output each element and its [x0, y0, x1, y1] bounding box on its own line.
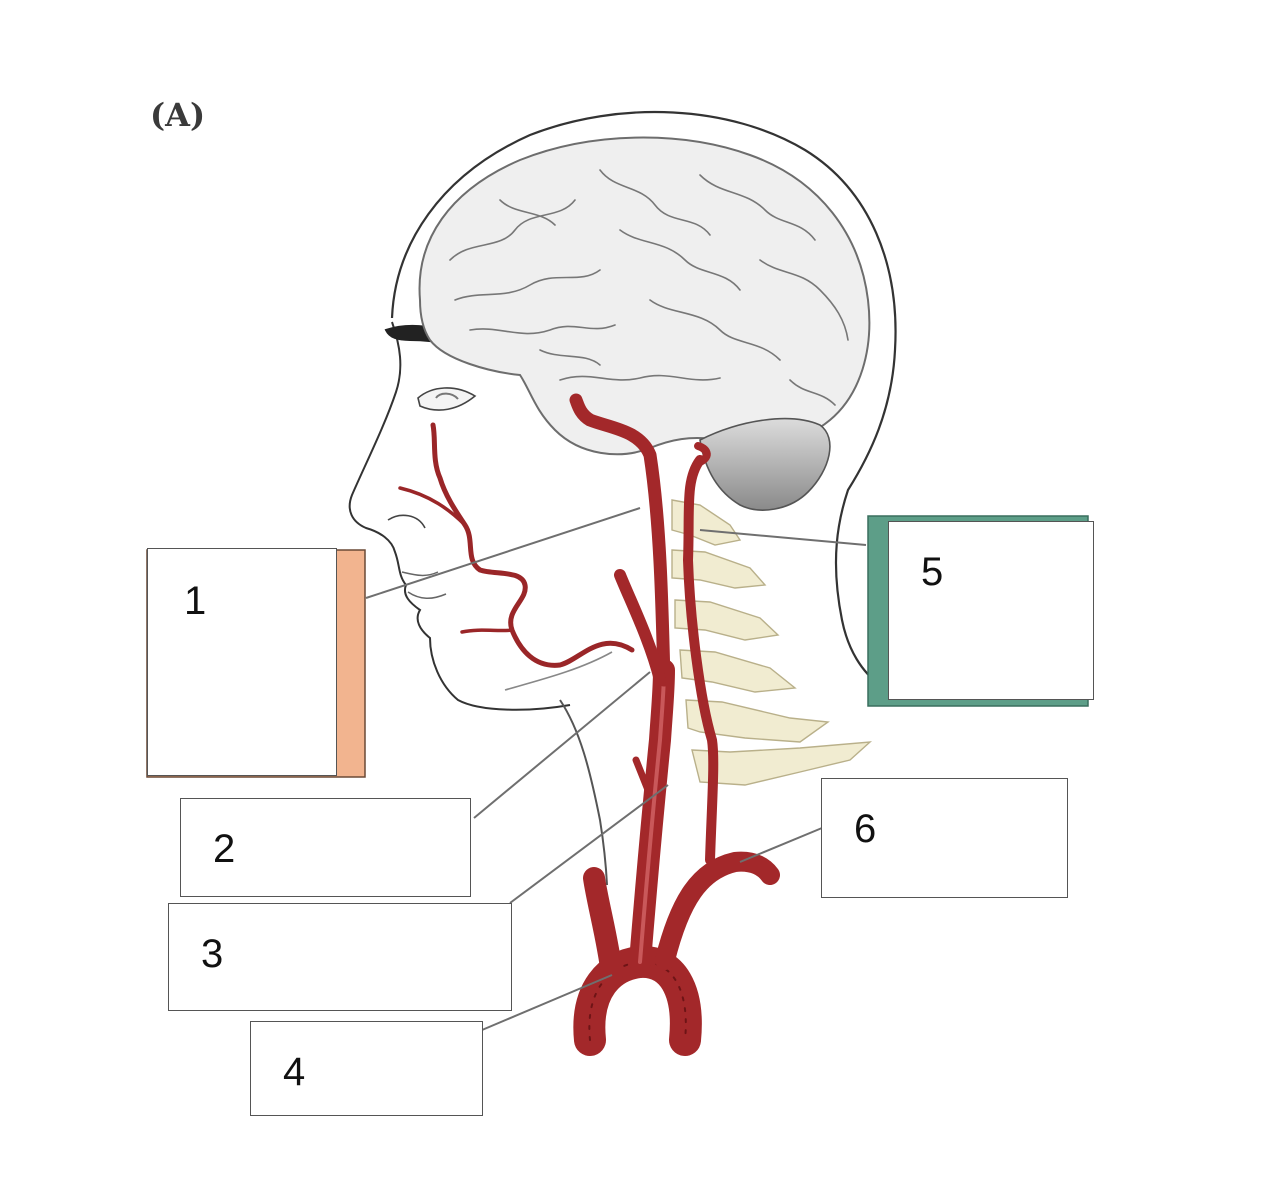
- external-carotid: [614, 569, 666, 686]
- label-box-5[interactable]: 5: [888, 521, 1094, 700]
- facial-branch-lower: [460, 628, 514, 634]
- eye: [417, 387, 477, 411]
- jaw-line: [504, 651, 613, 691]
- label-box-1[interactable]: 1: [147, 548, 337, 776]
- label-number-3: 3: [201, 932, 224, 976]
- label-box-4[interactable]: 4: [250, 1021, 483, 1116]
- arteries: [398, 393, 780, 1056]
- internal-carotid: [569, 393, 671, 687]
- left-subclavian: [655, 851, 780, 970]
- face-profile: [348, 321, 571, 711]
- eye-iris: [435, 392, 459, 400]
- right-subclavian: [583, 867, 623, 986]
- head-outline: [390, 110, 897, 686]
- label-number-4: 4: [283, 1050, 306, 1094]
- label-box-2[interactable]: 2: [180, 798, 471, 897]
- leader-3: [509, 784, 669, 904]
- vertebral-top: [694, 442, 711, 466]
- brain: [418, 136, 871, 456]
- cerebellum: [699, 417, 831, 511]
- label-number-1: 1: [184, 579, 207, 623]
- label-box-3[interactable]: 3: [168, 903, 512, 1011]
- small-branch: [632, 756, 652, 794]
- leader-6: [739, 827, 823, 863]
- leader-4: [481, 974, 613, 1031]
- panel-letter: (A): [150, 96, 206, 134]
- nostril: [387, 514, 426, 529]
- neck-front-line: [559, 699, 608, 886]
- lips: [401, 571, 447, 599]
- label-number-2: 2: [213, 827, 236, 871]
- leader-1: [365, 507, 641, 599]
- vertebral-artery: [683, 455, 719, 865]
- leader-lines: [365, 507, 867, 1031]
- brain-gyri: [449, 169, 849, 406]
- leader-2: [473, 671, 651, 819]
- label-number-6: 6: [854, 807, 877, 851]
- aortic-arch-rings: [588, 960, 687, 1041]
- label-box-6[interactable]: 6: [821, 778, 1068, 898]
- facial-branch: [398, 486, 467, 527]
- facial-artery: [430, 422, 635, 668]
- leader-5: [699, 529, 867, 546]
- label-number-5: 5: [921, 550, 944, 594]
